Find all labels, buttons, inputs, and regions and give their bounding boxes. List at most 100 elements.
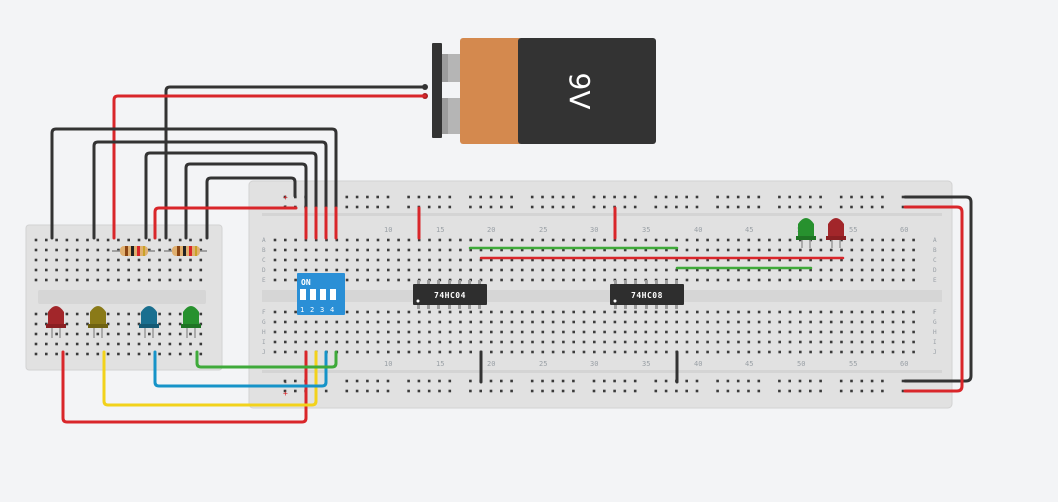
breadboard-hole[interactable] [685,340,689,344]
breadboard-hole[interactable] [137,332,141,336]
breadboard-hole[interactable] [551,278,555,282]
breadboard-hole[interactable] [902,268,905,272]
breadboard-hole[interactable] [633,195,637,199]
breadboard-hole[interactable] [417,330,421,334]
breadboard-hole[interactable] [520,320,524,324]
breadboard-hole[interactable] [500,389,503,393]
breadboard-hole[interactable] [664,205,668,209]
breadboard-hole[interactable] [127,238,130,242]
breadboard-hole[interactable] [189,352,192,356]
breadboard-hole[interactable] [117,342,120,346]
breadboard-hole[interactable] [158,342,161,346]
breadboard-hole[interactable] [345,310,349,314]
breadboard-hole[interactable] [168,352,172,356]
breadboard-hole[interactable] [685,350,689,354]
breadboard-hole[interactable] [86,258,89,262]
breadboard-hole[interactable] [199,312,203,316]
breadboard-hole[interactable] [75,248,79,252]
breadboard-hole[interactable] [541,310,545,314]
breadboard-hole[interactable] [644,248,648,252]
breadboard-hole[interactable] [551,379,555,383]
breadboard-hole[interactable] [881,205,884,209]
breadboard-hole[interactable] [376,278,380,282]
breadboard-hole[interactable] [685,248,689,252]
breadboard-hole[interactable] [106,258,110,262]
breadboard-hole[interactable] [96,352,100,356]
breadboard-hole[interactable] [273,320,277,324]
breadboard-hole[interactable] [696,258,699,262]
breadboard-hole[interactable] [407,205,410,209]
breadboard-hole[interactable] [417,320,421,324]
breadboard-hole[interactable] [294,310,297,314]
breadboard-hole[interactable] [459,320,462,324]
breadboard-hole[interactable] [294,340,297,344]
breadboard-hole[interactable] [562,278,565,282]
breadboard-hole[interactable] [799,310,802,314]
breadboard-hole[interactable] [768,350,771,354]
breadboard-hole[interactable] [654,310,658,314]
breadboard-hole[interactable] [747,268,751,272]
breadboard-hole[interactable] [593,278,596,282]
breadboard-hole[interactable] [366,389,369,393]
breadboard-hole[interactable] [284,278,287,282]
breadboard-hole[interactable] [178,278,182,282]
breadboard-hole[interactable] [75,352,79,356]
breadboard-hole[interactable] [582,258,586,262]
breadboard-hole[interactable] [376,195,379,199]
breadboard-hole[interactable] [490,248,493,252]
breadboard-hole[interactable] [106,322,110,326]
breadboard-hole[interactable] [531,238,534,242]
breadboard-hole[interactable] [417,340,421,344]
breadboard-hole[interactable] [168,342,172,346]
breadboard-hole[interactable] [117,332,120,336]
breadboard-hole[interactable] [706,310,709,314]
breadboard-hole[interactable] [117,238,120,242]
breadboard-hole[interactable] [490,278,493,282]
breadboard-hole[interactable] [366,330,369,334]
breadboard-hole[interactable] [273,238,277,242]
breadboard-hole[interactable] [366,310,369,314]
breadboard-hole[interactable] [593,330,596,334]
breadboard-hole[interactable] [675,248,678,252]
breadboard-hole[interactable] [809,205,812,209]
breadboard-hole[interactable] [840,258,843,262]
breadboard-hole[interactable] [407,278,411,282]
wire-red-bottom[interactable] [61,350,308,424]
breadboard-hole[interactable] [86,268,89,272]
breadboard-hole[interactable] [356,248,359,252]
breadboard-hole[interactable] [809,330,812,334]
breadboard-hole[interactable] [572,320,575,324]
breadboard-hole[interactable] [96,248,100,252]
breadboard-hole[interactable] [55,248,58,252]
breadboard-hole[interactable] [675,258,678,262]
breadboard-hole[interactable] [510,310,514,314]
breadboard-hole[interactable] [881,330,884,334]
breadboard-hole[interactable] [726,350,730,354]
breadboard-hole[interactable] [747,379,750,383]
breadboard-hole[interactable] [34,248,38,252]
breadboard-hole[interactable] [562,268,565,272]
breadboard-hole[interactable] [34,258,38,262]
breadboard-hole[interactable] [706,350,709,354]
breadboard-hole[interactable] [376,310,380,314]
breadboard-hole[interactable] [387,320,390,324]
breadboard-hole[interactable] [407,320,411,324]
breadboard-hole[interactable] [788,238,792,242]
breadboard-hole[interactable] [283,389,287,393]
breadboard-hole[interactable] [778,238,781,242]
breadboard-hole[interactable] [366,379,369,383]
breadboard-hole[interactable] [768,330,771,334]
breadboard-hole[interactable] [685,238,689,242]
breadboard-hole[interactable] [644,330,648,334]
breadboard-hole[interactable] [572,278,575,282]
breadboard-hole[interactable] [345,205,349,209]
breadboard-hole[interactable] [137,268,141,272]
breadboard-hole[interactable] [788,320,792,324]
breadboard-hole[interactable] [127,312,130,316]
breadboard-hole[interactable] [603,205,606,209]
breadboard-hole[interactable] [603,278,606,282]
breadboard-hole[interactable] [572,379,575,383]
breadboard-hole[interactable] [778,278,781,282]
breadboard-hole[interactable] [283,379,287,383]
breadboard-hole[interactable] [106,342,110,346]
